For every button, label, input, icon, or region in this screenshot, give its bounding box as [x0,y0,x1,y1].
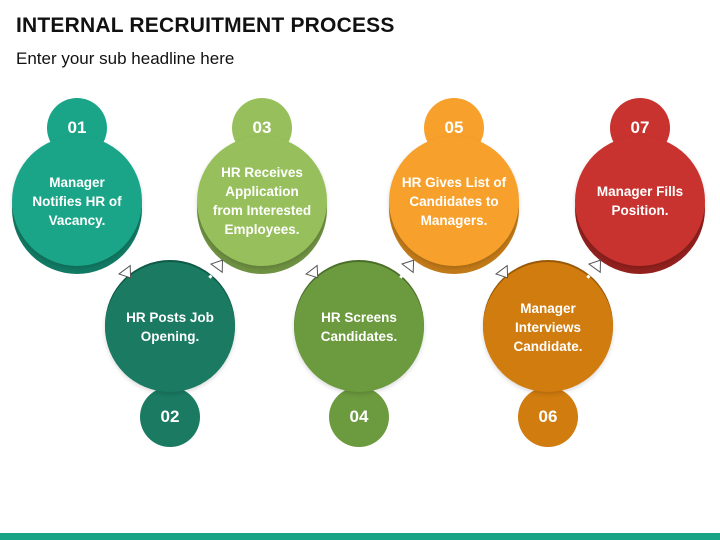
step-circle: HR Gives List of Candidates to Managers. [389,136,519,266]
step-circle: HR Screens Candidates. [294,262,424,392]
step-text: HR Receives Application from Interested … [212,165,312,237]
bottom-accent-bar [0,533,720,540]
step-text: Manager Notifies HR of Vacancy. [32,174,122,228]
step-number-badge: 06 [518,387,578,447]
step-circle: Manager Fills Position. [575,136,705,266]
page-title: INTERNAL RECRUITMENT PROCESS [16,14,395,37]
step-circle: HR Receives Application from Interested … [197,136,327,266]
step-circle: Manager Notifies HR of Vacancy. [12,136,142,266]
step-number-badge: 02 [140,387,200,447]
step-text: HR Screens Candidates. [320,310,398,344]
step-text: HR Gives List of Candidates to Managers. [401,174,507,228]
step-text: Manager Interviews Candidate. [513,300,583,354]
step-circle: HR Posts Job Opening. [105,262,235,392]
page-subtitle: Enter your sub headline here [16,49,235,68]
step-text: Manager Fills Position. [596,184,684,218]
step-number-badge: 04 [329,387,389,447]
step-circle: Manager Interviews Candidate. [483,262,613,392]
step-text: HR Posts Job Opening. [126,310,214,344]
